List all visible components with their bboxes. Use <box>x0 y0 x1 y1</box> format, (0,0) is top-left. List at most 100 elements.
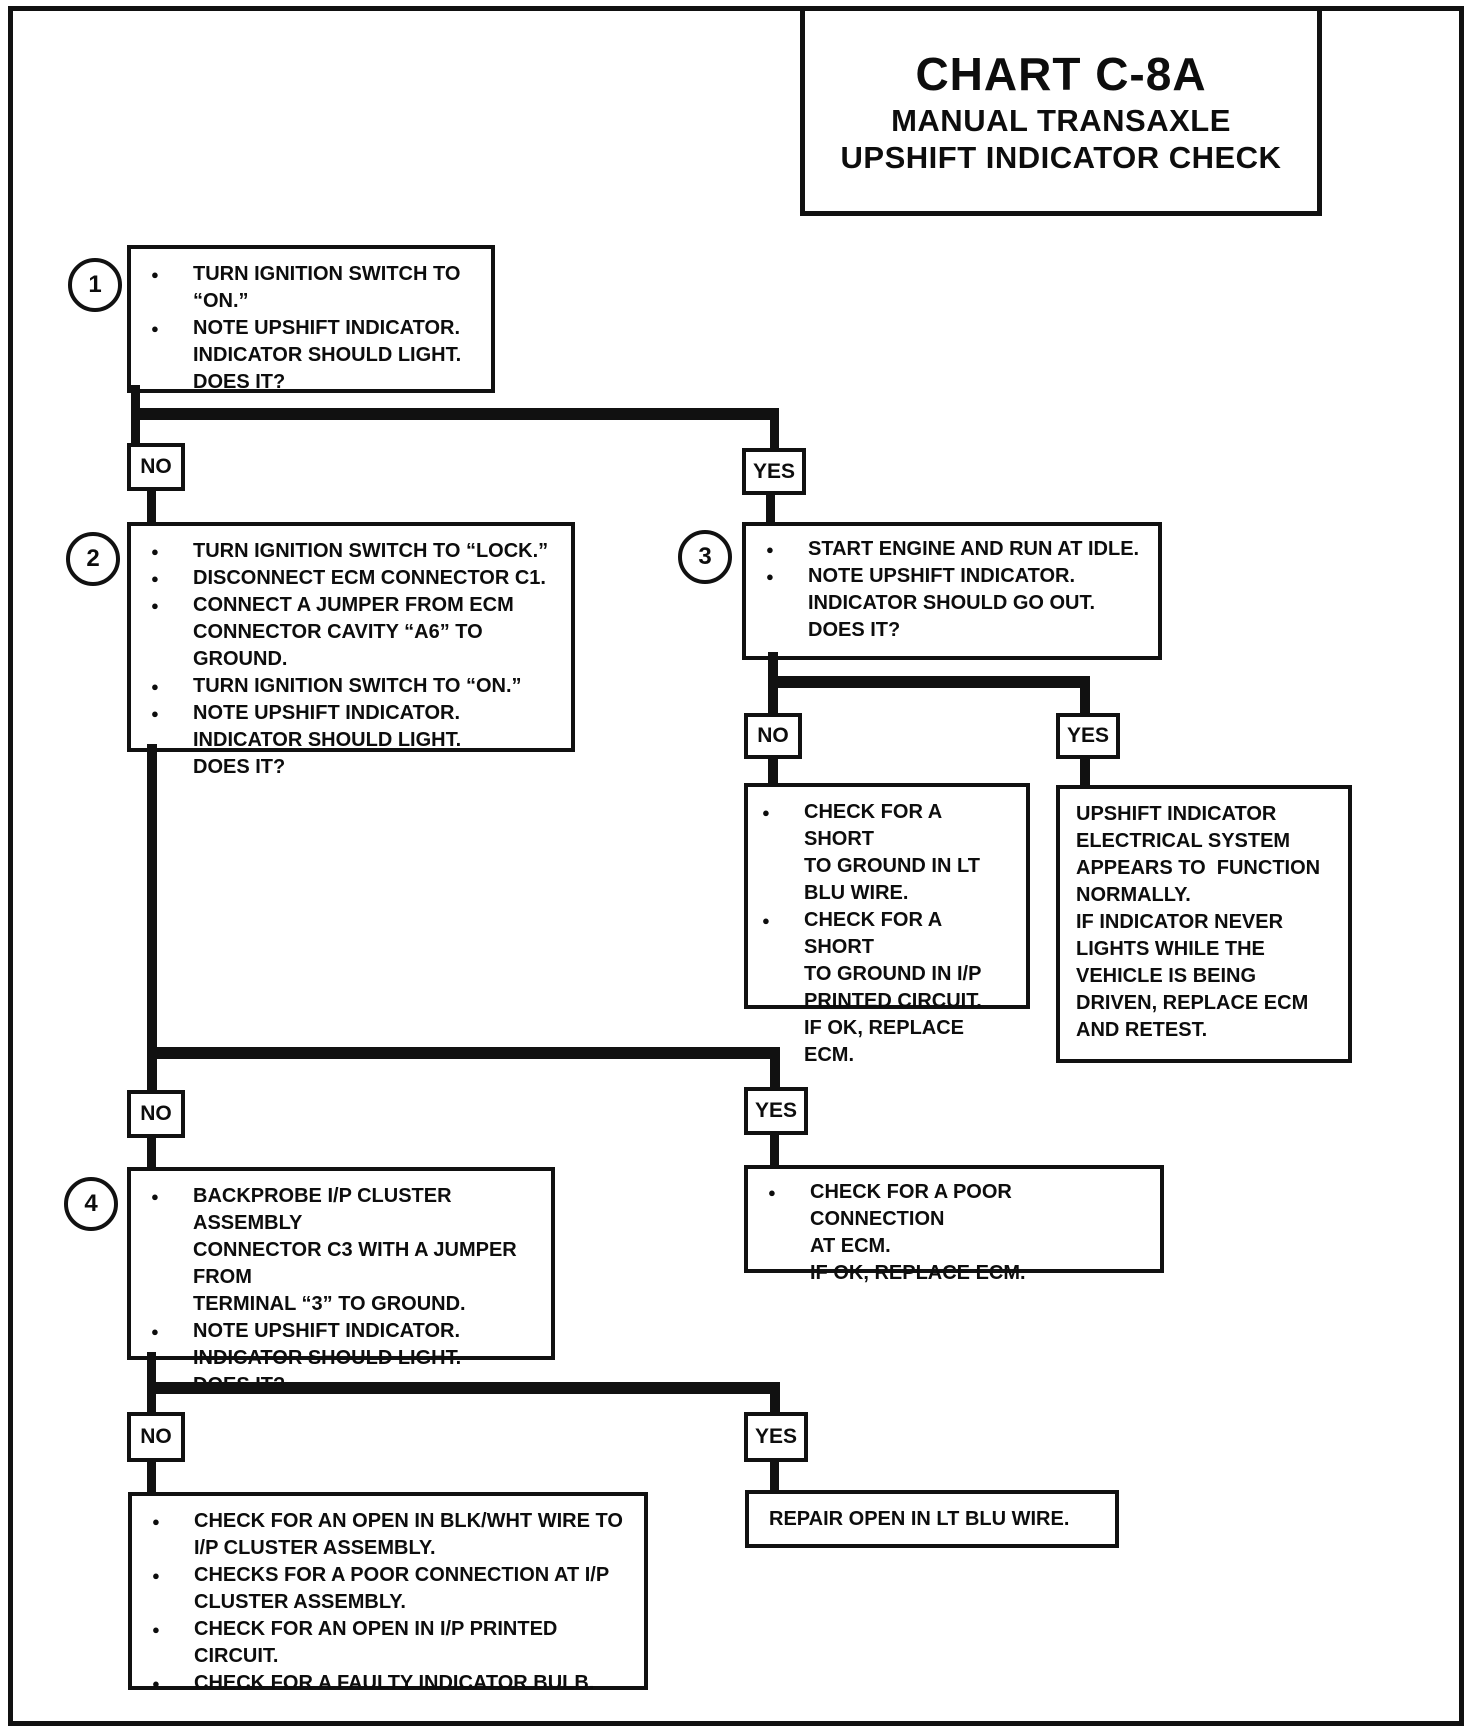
checklist-item: ● TURN IGNITION SWITCH TO “ON.” <box>145 261 481 315</box>
connector-line <box>147 491 156 522</box>
checklist-item: ●CHECK FOR AN OPEN IN I/P PRINTED CIRCUI… <box>146 1616 634 1670</box>
checklist-item: ● CHECK FOR A SHORT TO GROUND IN LT BLU W… <box>756 799 1016 907</box>
connector-line <box>131 420 140 443</box>
connector-line <box>147 1059 157 1090</box>
step-text: TURN IGNITION SWITCH TO “ON.” <box>193 675 522 697</box>
step-2-box: ● TURN IGNITION SWITCH TO “LOCK.” ● DISCON… <box>127 522 575 778</box>
bullet-icon: ● <box>762 805 770 820</box>
connector-line <box>768 652 778 688</box>
step-2-number: 2 <box>66 532 120 586</box>
connector-line <box>768 759 778 783</box>
bullet-icon: ● <box>151 544 159 559</box>
decision-1-yes-label: YES <box>742 448 806 495</box>
bullet-icon: ● <box>766 542 774 557</box>
connector-line <box>766 495 775 522</box>
bullet-icon: ● <box>768 1185 776 1200</box>
result-repair-open-box: REPAIR OPEN IN LT BLU WIRE. <box>745 1490 1119 1548</box>
connector-line <box>147 1352 156 1385</box>
bullet-icon: ● <box>151 1324 159 1339</box>
step-text: START ENGINE AND RUN AT IDLE. <box>808 538 1140 560</box>
chart-subtitle-line1: MANUAL TRANSAXLE <box>891 103 1231 138</box>
connector-line <box>147 1462 156 1492</box>
result-text: CHECKS FOR A POOR CONNECTION AT I/P CLUS… <box>194 1564 610 1613</box>
checklist-item: ● TURN IGNITION SWITCH TO “ON.” <box>145 673 561 700</box>
connector-line <box>147 744 157 1059</box>
chart-title: CHART C-8A <box>915 48 1207 100</box>
connector-line <box>770 1394 780 1412</box>
bullet-icon: ● <box>766 569 774 584</box>
bullet-icon: ● <box>151 321 159 336</box>
step-4-box: ● BACKPROBE I/P CLUSTER ASSEMBLY CONNECTO… <box>127 1167 555 1396</box>
checklist-item: ● CHECK FOR A POOR CONNECTION AT ECM. IF … <box>762 1179 1150 1287</box>
result-text: CHECK FOR AN OPEN IN BLK/WHT WIRE TO I/P… <box>194 1510 623 1559</box>
bullet-icon: ● <box>151 679 159 694</box>
bullet-icon: ● <box>151 598 159 613</box>
checklist-item: ● NOTE UPSHIFT INDICATOR. INDICATOR SHOUL… <box>145 315 481 396</box>
bullet-icon: ● <box>151 706 159 721</box>
result-text: REPAIR OPEN IN LT BLU WIRE. <box>769 1507 1070 1530</box>
step-text: TURN IGNITION SWITCH TO “ON.” <box>193 263 466 312</box>
connector-line <box>770 1462 779 1490</box>
connector-line <box>770 418 779 448</box>
step-1-number: 1 <box>68 258 122 312</box>
bullet-icon: ● <box>152 1676 160 1691</box>
checklist-item: ● CHECK FOR AN OPEN IN BLK/WHT WIRE TO I/… <box>146 1508 634 1562</box>
decision-2-no-label: NO <box>744 713 802 759</box>
step-text: NOTE UPSHIFT INDICATOR. INDICATOR SHOULD… <box>193 702 462 778</box>
bullet-icon: ● <box>152 1514 160 1529</box>
checklist-item: ● BACKPROBE I/P CLUSTER ASSEMBLY CONNECTO… <box>145 1183 541 1318</box>
result-text: CHECK FOR A SHORT TO GROUND IN LT BLU WI… <box>804 801 980 904</box>
step-text: DISCONNECT ECM CONNECTOR C1. <box>193 567 546 589</box>
bullet-icon: ● <box>762 913 770 928</box>
step-text: NOTE UPSHIFT INDICATOR. INDICATOR SHOULD… <box>193 317 462 393</box>
connector-line <box>147 1047 780 1059</box>
decision-1-no-label: NO <box>127 443 185 491</box>
connector-line <box>768 676 1090 688</box>
connector-line <box>147 1138 156 1167</box>
bullet-icon: ● <box>151 267 159 282</box>
bullet-icon: ● <box>151 1189 159 1204</box>
result-text: CHECK FOR A POOR CONNECTION AT ECM. IF O… <box>810 1181 1026 1284</box>
bullet-icon: ● <box>152 1568 160 1583</box>
decision-4-yes-label: YES <box>744 1412 808 1462</box>
step-text: TURN IGNITION SWITCH TO “LOCK.” <box>193 540 549 562</box>
step-4-number: 4 <box>64 1177 118 1231</box>
checklist-item: ● CHECKS FOR A POOR CONNECTION AT I/P CLU… <box>146 1562 634 1616</box>
connector-line <box>770 1059 780 1087</box>
connector-line <box>1080 688 1090 713</box>
decision-3-no-label: NO <box>127 1090 185 1138</box>
connector-line <box>131 408 779 420</box>
checklist-item: ●CHECK FOR A SHORT TO GROUND IN I/P PRIN… <box>756 907 1016 1069</box>
step-3-number: 3 <box>678 530 732 584</box>
result-poor-connection-box: ● CHECK FOR A POOR CONNECTION AT ECM. IF … <box>744 1165 1164 1284</box>
connector-line <box>131 385 140 414</box>
decision-2-yes-label: YES <box>1056 713 1120 759</box>
checklist-item: ● NOTE UPSHIFT INDICATOR. INDICATOR SHOUL… <box>760 563 1148 644</box>
step-3-box: ● START ENGINE AND RUN AT IDLE. ● NOTE UPS… <box>742 522 1162 660</box>
step-text: NOTE UPSHIFT INDICATOR. INDICATOR SHOULD… <box>808 565 1096 641</box>
bullet-icon: ● <box>151 571 159 586</box>
title-box: CHART C-8A MANUAL TRANSAXLE UPSHIFT INDI… <box>800 6 1322 216</box>
result-text: CHECK FOR A FAULTY INDICATOR BULB. <box>194 1672 595 1694</box>
decision-4-no-label: NO <box>127 1412 185 1462</box>
checklist-item: ● CHECK FOR A FAULTY INDICATOR BULB. <box>146 1670 634 1697</box>
result-system-normal-box: UPSHIFT INDICATOR ELECTRICAL SYSTEM APPE… <box>1056 785 1352 1063</box>
connector-line <box>147 1394 156 1412</box>
checklist-item: ● TURN IGNITION SWITCH TO “LOCK.” <box>145 538 561 565</box>
connector-line <box>1080 759 1090 785</box>
connector-line <box>147 1382 780 1394</box>
checklist-item: ● DISCONNECT ECM CONNECTOR C1. <box>145 565 561 592</box>
checklist-item: ●CONNECT A JUMPER FROM ECM CONNECTOR CAV… <box>145 592 561 673</box>
step-1-box: ● TURN IGNITION SWITCH TO “ON.” ● NOTE UPS… <box>127 245 495 393</box>
result-text: UPSHIFT INDICATOR ELECTRICAL SYSTEM APPE… <box>1076 803 1321 1041</box>
connector-line <box>770 1135 779 1165</box>
result-text: CHECK FOR AN OPEN IN I/P PRINTED CIRCUIT… <box>194 1618 563 1667</box>
page-border <box>8 6 1464 1726</box>
checklist-item: ● NOTE UPSHIFT INDICATOR. INDICATOR SHOUL… <box>145 700 561 781</box>
connector-line <box>768 688 778 713</box>
chart-subtitle-line2: UPSHIFT INDICATOR CHECK <box>840 140 1282 175</box>
result-open-checks-box: ● CHECK FOR AN OPEN IN BLK/WHT WIRE TO I/… <box>128 1492 648 1694</box>
decision-3-yes-label: YES <box>744 1087 808 1135</box>
step-text: BACKPROBE I/P CLUSTER ASSEMBLY CONNECTOR… <box>193 1185 517 1315</box>
